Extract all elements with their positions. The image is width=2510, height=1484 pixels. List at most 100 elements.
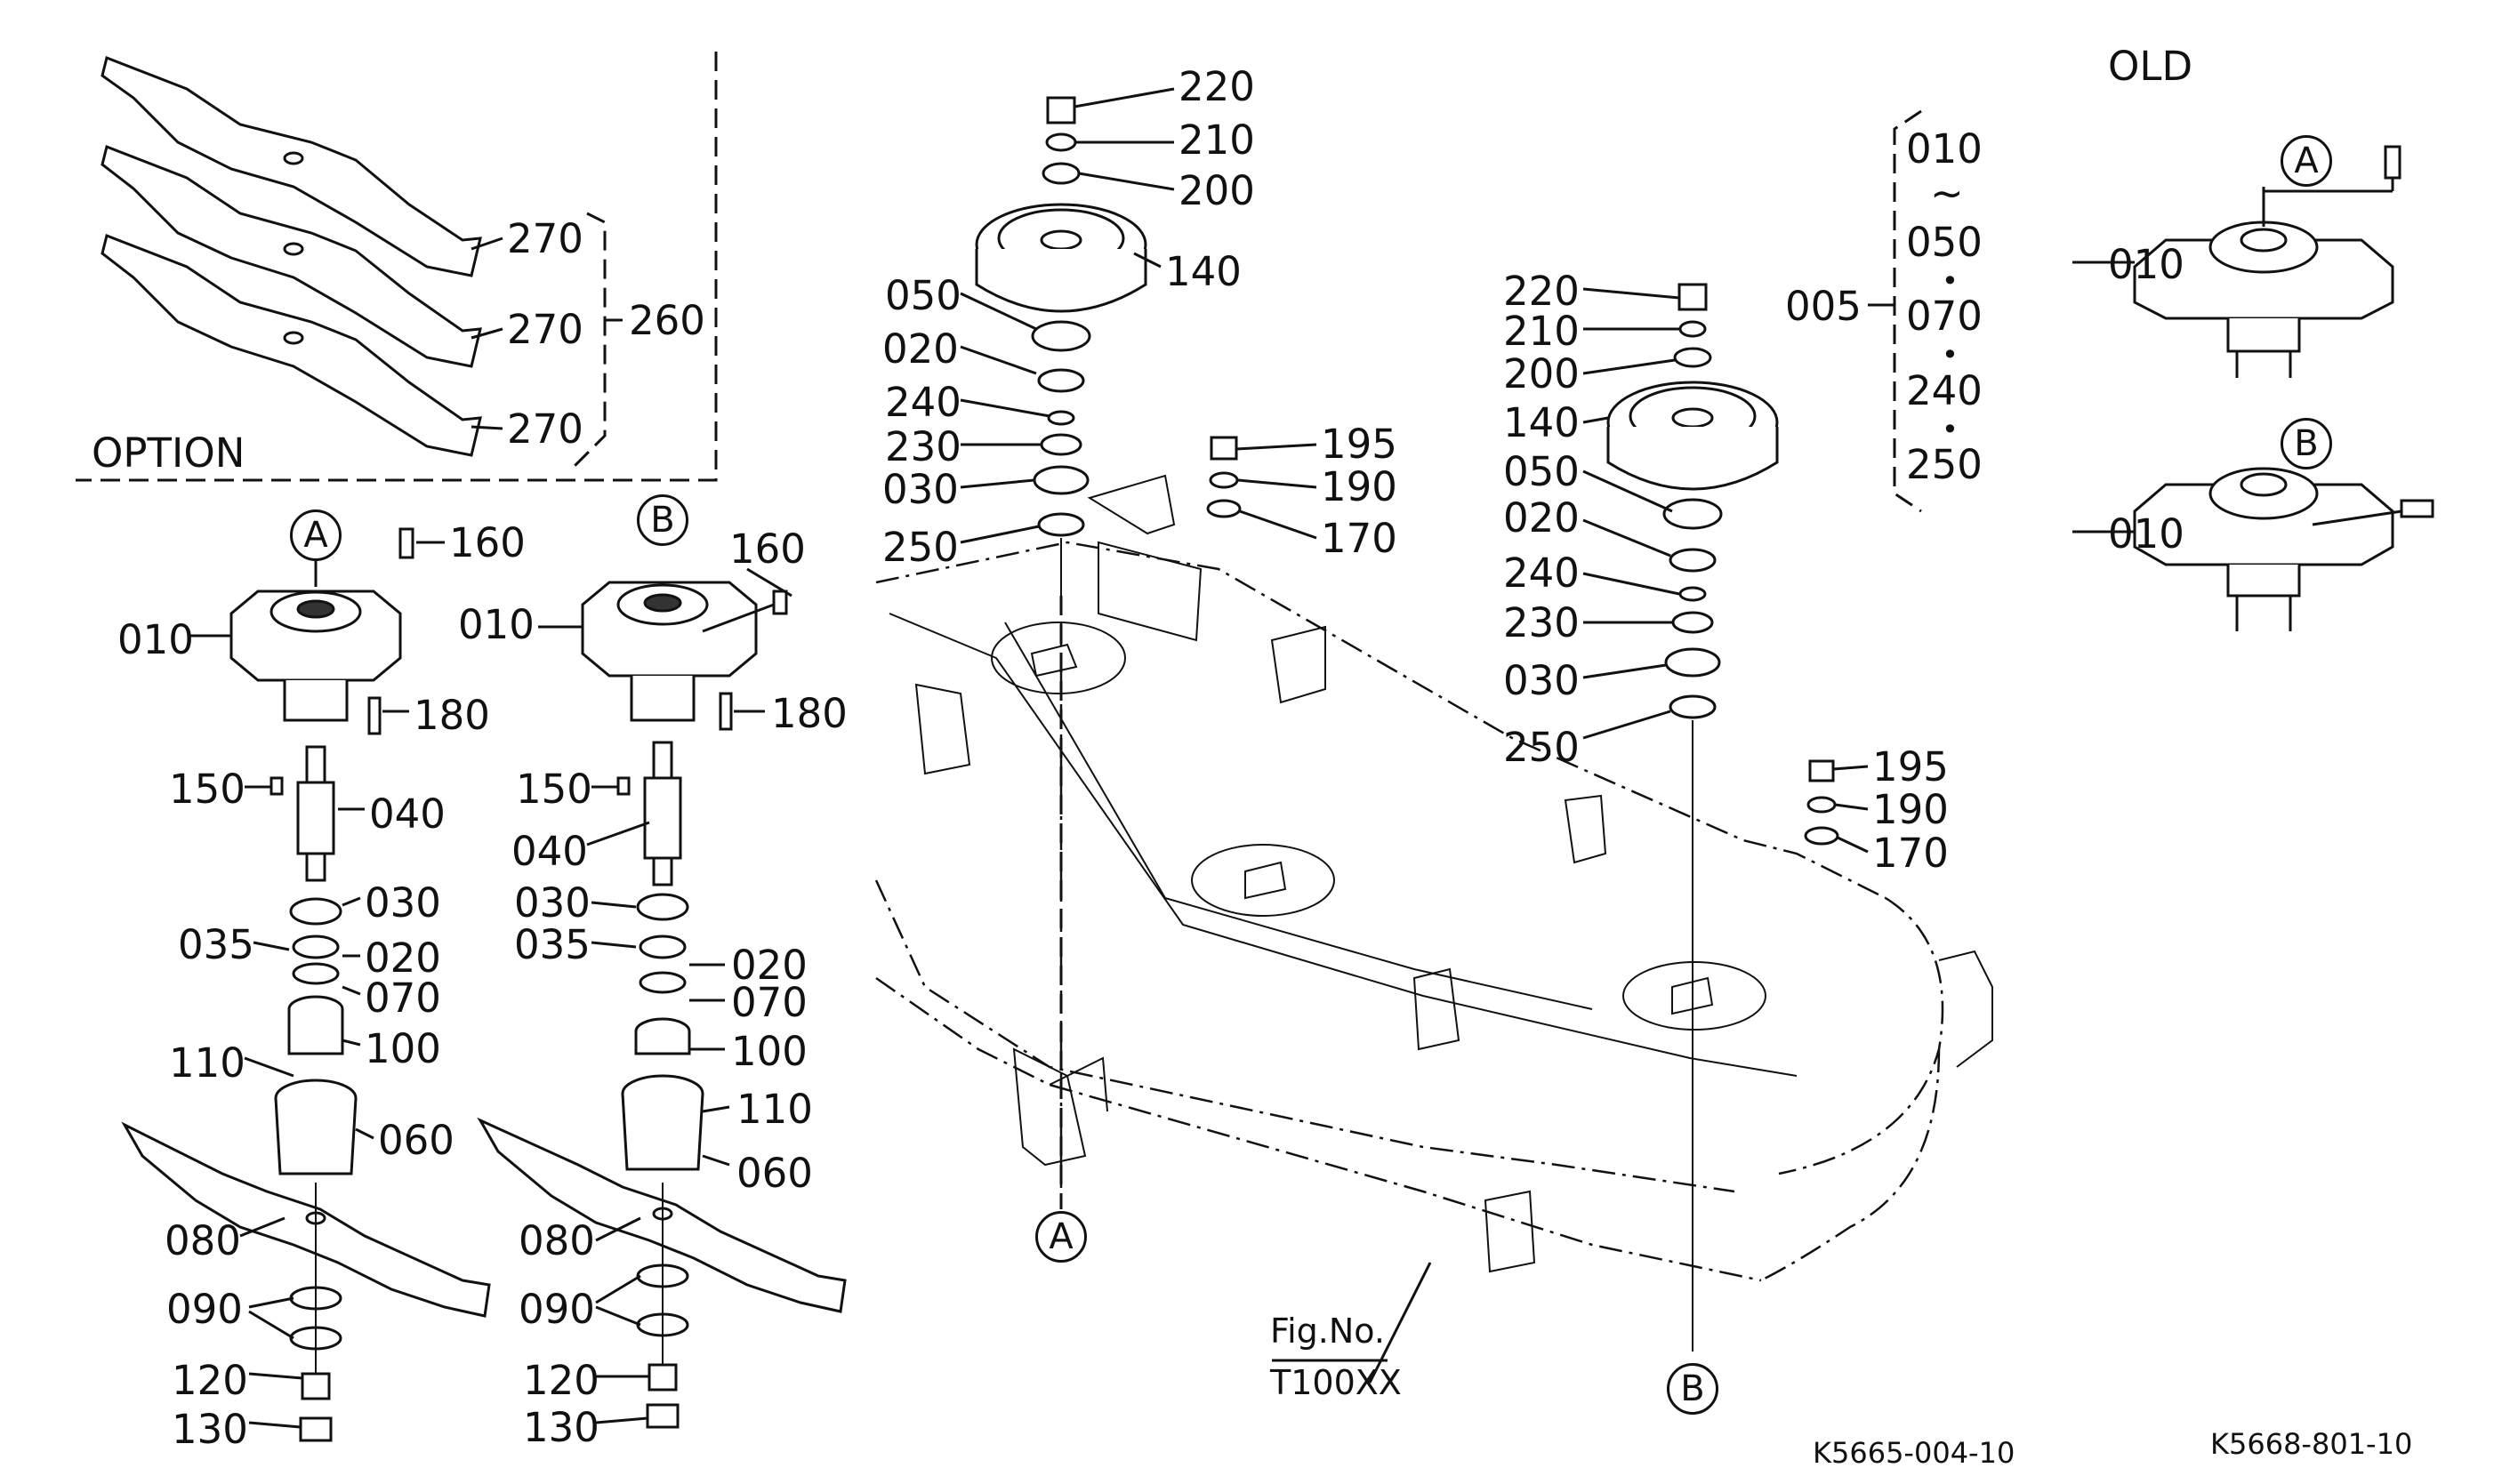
option-title: OPTION (92, 429, 245, 477)
option-blade-1 (101, 55, 482, 277)
idler-right-part-195: 195 (1872, 743, 1949, 790)
ref-marker-a-deck: A (1035, 1211, 1087, 1263)
idler-right-part-170: 170 (1872, 830, 1949, 877)
spindle-a-part-180: 180 (414, 692, 490, 739)
spindle-b-part-035: 035 (514, 921, 591, 968)
pulley-right-part-250: 250 (1503, 724, 1580, 771)
spindle-a-part-100: 100 (365, 1025, 441, 1072)
old-part-a-010: 010 (2108, 241, 2184, 288)
ref-marker-b-deck: B (1667, 1363, 1718, 1415)
spindle-b-part-130: 130 (523, 1404, 599, 1451)
spindle-b-part-110: 110 (736, 1086, 813, 1133)
idler-hardware-right (1804, 759, 1839, 846)
spindle-b-part-020: 020 (731, 942, 808, 989)
option-blade-1-label: 270 (507, 215, 583, 262)
pulley-right-part-020: 020 (1503, 494, 1580, 541)
spindle-a-part-150: 150 (169, 766, 245, 813)
pulley-right-part-140: 140 (1503, 399, 1580, 446)
figure-ref-line1: Fig.No. (1270, 1312, 1385, 1351)
spindle-b-part-100: 100 (731, 1028, 808, 1075)
ref-marker-b-old: B (2281, 418, 2332, 469)
ref-marker-a-old: A (2281, 135, 2332, 187)
idler-left-part-190: 190 (1321, 463, 1397, 510)
group-005-range: ~ (1930, 170, 1964, 217)
idler-hardware-left (1206, 436, 1242, 518)
pulley-stack-right (1606, 283, 1779, 1352)
old-spindle-b (2133, 467, 2434, 631)
pulley-left-part-220: 220 (1179, 63, 1255, 110)
pulley-left-part-030: 030 (882, 466, 959, 513)
group-005-dot: • (1942, 338, 1959, 372)
group-005-item: 240 (1906, 367, 1983, 414)
spindle-assembly-b (477, 581, 847, 1429)
pulley-left-part-050: 050 (885, 272, 961, 319)
group-005-item: 010 (1906, 125, 1983, 172)
ref-marker-b-spindle: B (637, 494, 688, 546)
pulley-left-part-200: 200 (1179, 167, 1255, 214)
spindle-a-part-130: 130 (172, 1406, 248, 1453)
pulley-right-part-240: 240 (1503, 549, 1580, 597)
pulley-left-part-230: 230 (885, 423, 961, 470)
spindle-a-part-080: 080 (165, 1217, 241, 1264)
idler-right-part-190: 190 (1872, 786, 1949, 833)
spindle-a-part-090: 090 (166, 1286, 243, 1333)
spindle-b-part-040: 040 (511, 828, 588, 875)
spindle-b-part-070: 070 (731, 979, 808, 1026)
idler-left-part-170: 170 (1321, 515, 1397, 562)
spindle-b-part-010: 010 (458, 601, 535, 648)
option-blade-2 (101, 144, 482, 368)
pulley-right-part-030: 030 (1503, 657, 1580, 704)
spindle-a-part-160: 160 (449, 519, 526, 566)
pulley-left-part-210: 210 (1179, 116, 1255, 164)
idler-left-part-195: 195 (1321, 421, 1397, 468)
spindle-a-part-020: 020 (365, 935, 441, 982)
option-box (76, 52, 718, 482)
spindle-b-part-120: 120 (523, 1357, 599, 1404)
drawing-number-main: K5665-004-10 (1813, 1436, 2015, 1470)
spindle-b-part-160: 160 (729, 525, 806, 573)
pulley-left-part-240: 240 (885, 379, 961, 426)
pulley-stack-left (975, 96, 1147, 596)
spindle-b-part-030: 030 (514, 879, 591, 926)
spindle-b-part-090: 090 (519, 1286, 595, 1333)
spindle-a-part-040: 040 (369, 790, 446, 838)
spindle-a-part-030: 030 (365, 879, 441, 926)
group-005-item: 070 (1906, 293, 1983, 340)
spindle-a-part-110: 110 (169, 1039, 245, 1087)
spindle-assembly-a (121, 527, 491, 1442)
group-005-dot: • (1942, 264, 1959, 298)
spindle-a-part-035: 035 (178, 921, 254, 968)
group-005-label: 005 (1785, 283, 1862, 330)
spindle-a-part-010: 010 (117, 616, 194, 663)
pulley-right-part-050: 050 (1503, 448, 1580, 495)
old-part-b-010: 010 (2108, 510, 2184, 558)
spindle-b-part-150: 150 (516, 766, 592, 813)
spindle-a-part-120: 120 (172, 1357, 248, 1404)
old-title: OLD (2108, 43, 2193, 90)
option-blade-set-label: 260 (629, 297, 705, 344)
option-blade-3-label: 270 (507, 405, 583, 453)
mower-deck (874, 474, 1993, 1282)
ref-marker-a-spindle: A (290, 509, 342, 561)
spindle-a-part-060: 060 (378, 1117, 455, 1164)
old-spindle-a (2133, 145, 2401, 378)
pulley-right-part-230: 230 (1503, 599, 1580, 646)
pulley-left-part-250: 250 (882, 524, 959, 571)
spindle-b-part-060: 060 (736, 1150, 813, 1197)
pulley-right-part-200: 200 (1503, 350, 1580, 397)
option-blade-2-label: 270 (507, 306, 583, 353)
pulley-right-part-210: 210 (1503, 308, 1580, 355)
group-005-item: 050 (1906, 219, 1983, 266)
drawing-number-old: K5668-801-10 (2210, 1427, 2413, 1461)
spindle-b-part-180: 180 (771, 690, 848, 737)
spindle-b-part-080: 080 (519, 1217, 595, 1264)
pulley-left-part-020: 020 (882, 325, 959, 373)
figure-ref-line2: T100XX (1270, 1363, 1402, 1402)
pulley-left-part-140: 140 (1165, 248, 1242, 295)
group-005-dot: • (1942, 413, 1959, 446)
option-blade-3 (101, 233, 482, 457)
pulley-right-part-220: 220 (1503, 268, 1580, 315)
spindle-a-part-070: 070 (365, 975, 441, 1022)
group-005-item: 250 (1906, 441, 1983, 488)
